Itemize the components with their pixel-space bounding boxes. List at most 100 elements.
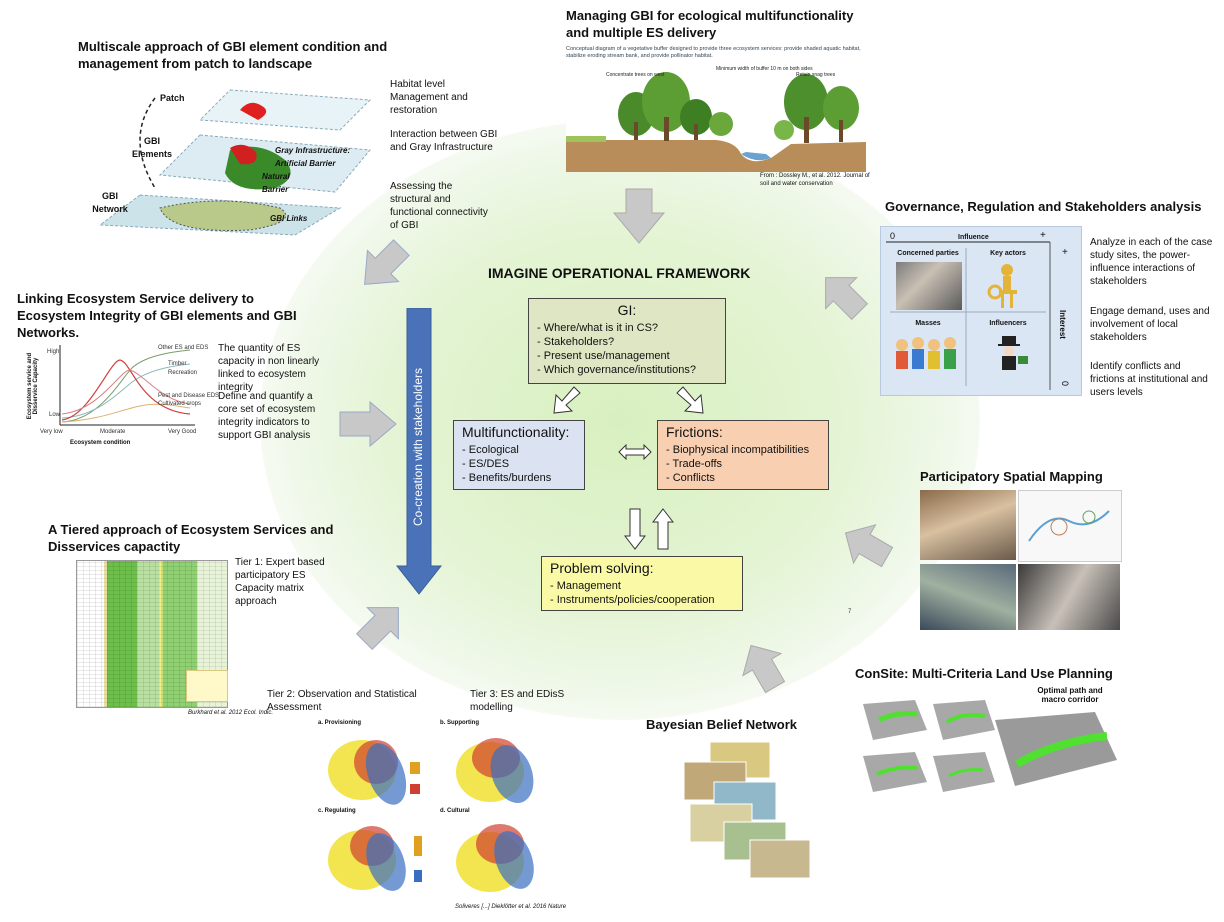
- consite-subtitle: Optimal path and macro corridor: [1037, 686, 1103, 704]
- label-gbi-links: GBI Links: [270, 214, 308, 223]
- panel-label: b. Supporting: [440, 720, 479, 726]
- tier1-text: Tier 1: Expert based participatory ES Ca…: [235, 557, 325, 607]
- linking-note: The quantity of ES capacity in non linea…: [218, 343, 320, 393]
- label-gbi-elements: GBI Elements: [132, 136, 173, 159]
- label-gbi-network: GBI Network: [92, 191, 128, 214]
- sketch-map-icon: [1028, 510, 1110, 542]
- grey-arrow-icon: [844, 524, 894, 568]
- problem-item: Management: [550, 579, 734, 593]
- chart-legend-item: Recreation: [168, 370, 198, 376]
- governance-title: Governance, Regulation and Stakeholders …: [885, 199, 1202, 214]
- governance-note: Engage demand, uses and involvement of l…: [1090, 306, 1210, 343]
- venn-cultural: [456, 824, 534, 892]
- svg-text:Concentrate trees on west: Concentrate trees on west: [606, 72, 665, 78]
- panel-label: d. Cultural: [440, 808, 470, 814]
- venn-regulating: [328, 826, 422, 891]
- linking-note: Define and quantify a core set of ecosys…: [218, 391, 316, 441]
- tiered-footer: Soliveres [...] Dieklötter et al. 2016 N…: [455, 904, 567, 910]
- multi-item: Benefits/burdens: [462, 471, 576, 485]
- consite-title: ConSite: Multi-Criteria Land Use Plannin…: [855, 666, 1113, 681]
- venn-provisioning: [328, 740, 420, 805]
- matrix-axes: [886, 241, 1051, 390]
- matrix-cell-key-actors: Key actors: [990, 250, 1026, 257]
- panel-label: c. Regulating: [318, 808, 356, 814]
- bbn-maps: [683, 742, 811, 879]
- masses-icon: [896, 337, 956, 369]
- managing-source: From : Dossley M., et al. 2012. Journal …: [760, 173, 870, 187]
- tier3-text: Tier 3: ES and EDisS modelling: [470, 689, 565, 713]
- multifunctionality-box: Multifunctionality: Ecological ES/DES Be…: [453, 420, 585, 490]
- matrix-zero-left: 0: [890, 231, 896, 241]
- matrix-plus-side: +: [1062, 247, 1068, 258]
- page-mark: 7: [848, 609, 852, 615]
- frictions-item: Trade-offs: [666, 457, 820, 471]
- multiscale-title: Multiscale approach of GBI element condi…: [78, 39, 388, 71]
- grey-arrow-icon: [612, 188, 666, 244]
- matrix-legend: [186, 670, 228, 702]
- grey-arrow-icon: [364, 239, 410, 285]
- multiscale-note: Assessing the structural and functional …: [390, 181, 488, 231]
- es-integrity-chart: [59, 345, 195, 426]
- chart-xlabel: Ecosystem condition: [70, 440, 131, 446]
- panel-label: a. Provisioning: [318, 720, 362, 726]
- gi-box: GI: Where/what is it in CS? Stakeholders…: [528, 298, 726, 384]
- venn-supporting: [456, 738, 534, 804]
- participatory-photo: [920, 564, 1016, 630]
- protest-photo: [896, 262, 962, 310]
- managing-title: Managing GBI for ecological multifunctio…: [566, 8, 854, 40]
- label-gray-infrastructure: Gray Infrastructure: Artificial Barrier: [275, 146, 351, 168]
- consite-maps: [863, 700, 1117, 792]
- chart-legend-item: Pest and Disease EDS: [158, 393, 220, 399]
- governance-note: Identify conflicts and frictions at inst…: [1090, 361, 1208, 398]
- multiscale-note: Habitat level Management and restoration: [390, 79, 468, 116]
- down-arrow-icon: [624, 508, 646, 550]
- chart-xtick: Moderate: [100, 429, 126, 435]
- tier1-citation: Burkhard et al. 2012 Ecol. Indic.: [188, 710, 274, 716]
- gi-item: Present use/management: [537, 349, 717, 363]
- svg-text:Retain snag trees: Retain snag trees: [796, 72, 836, 78]
- matrix-plus-top: +: [1040, 230, 1046, 241]
- gi-item: Where/what is it in CS?: [537, 321, 717, 335]
- matrix-cell-masses: Masses: [915, 320, 941, 327]
- tiered-title: A Tiered approach of Ecosystem Services …: [48, 522, 334, 554]
- multi-item: ES/DES: [462, 457, 576, 471]
- key-actor-icon: [987, 264, 1017, 308]
- governance-note: Analyze in each of the case study sites,…: [1090, 237, 1213, 287]
- problem-heading: Problem solving:: [550, 560, 654, 576]
- label-natural-barrier: Natural Barrier: [262, 172, 290, 194]
- frictions-heading: Frictions:: [666, 424, 723, 440]
- influencer-icon: [998, 336, 1028, 370]
- chart-legend-item: Timber: [168, 361, 187, 367]
- gi-item: Which governance/institutions?: [537, 363, 717, 377]
- chart-xtick: Very Good: [168, 429, 197, 435]
- problem-solving-box: Problem solving: Management Instruments/…: [541, 556, 743, 611]
- linking-title: Linking Ecosystem Service delivery to Ec…: [17, 291, 297, 340]
- arrow-gi-to-frictions-icon: [676, 386, 704, 414]
- frictions-box: Frictions: Biophysical incompatibilities…: [657, 420, 829, 490]
- multiscale-diagram: [98, 89, 372, 236]
- problem-item: Instruments/policies/cooperation: [550, 593, 734, 607]
- multi-item: Ecological: [462, 443, 576, 457]
- matrix-cell-influencers: Influencers: [989, 320, 1027, 327]
- chart-ylabel: Ecosystem service and Disservice Capacit…: [27, 352, 39, 420]
- chart-yhigh: High: [47, 349, 60, 355]
- frictions-item: Conflicts: [666, 471, 820, 485]
- matrix-influence-label: Influence: [958, 234, 989, 241]
- svg-text:Minimum width of buffer 10 m o: Minimum width of buffer 10 m on both sid…: [716, 66, 813, 72]
- participatory-title: Participatory Spatial Mapping: [920, 469, 1103, 484]
- arrow-gi-to-multi-icon: [553, 386, 581, 414]
- gi-item: Stakeholders?: [537, 335, 717, 349]
- riparian-buffer-illustration: Concentrate trees on west Minimum width …: [566, 62, 866, 172]
- cocreation-arrow: [395, 308, 443, 595]
- participatory-sketch: [1018, 490, 1122, 562]
- multifunctionality-heading: Multifunctionality:: [462, 424, 570, 440]
- matrix-cell-concerned: Concerned parties: [897, 250, 959, 257]
- frictions-item: Biophysical incompatibilities: [666, 443, 820, 457]
- label-patch: Patch: [160, 93, 185, 103]
- grey-arrow-icon: [355, 607, 399, 651]
- chart-legend-item: Other ES and EDS: [158, 345, 209, 351]
- cocreation-label: Co-creation with stakeholders: [411, 367, 425, 527]
- bayesian-title: Bayesian Belief Network: [646, 717, 798, 732]
- grey-arrow-icon: [742, 644, 786, 694]
- double-arrow-icon: [618, 444, 652, 460]
